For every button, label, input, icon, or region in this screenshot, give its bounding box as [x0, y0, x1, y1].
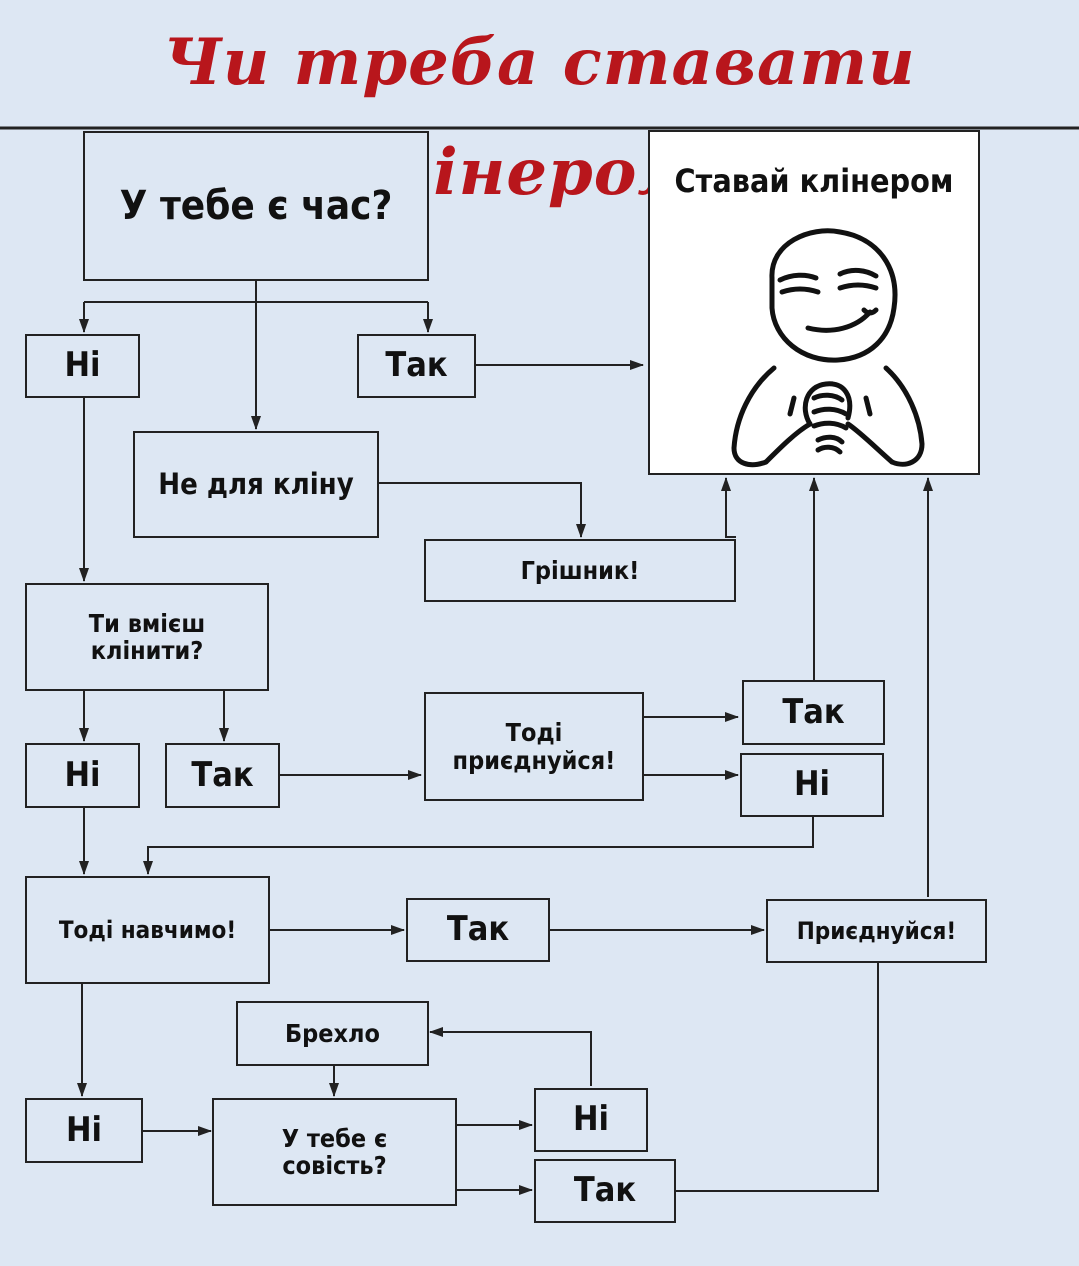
- node-liar: Брехло: [236, 1001, 429, 1066]
- node-sinner: Грішник!: [424, 539, 736, 602]
- node-do-you-have-time: У тебе є час?: [83, 131, 429, 281]
- node-no-5: Ні: [534, 1088, 648, 1152]
- node-yes-3: Так: [742, 680, 885, 745]
- node-then-we-teach: Тоді навчимо!: [25, 876, 270, 984]
- node-yes-5: Так: [534, 1159, 676, 1223]
- node-no-3: Ні: [740, 753, 884, 817]
- node-no-1: Ні: [25, 334, 140, 398]
- node-no-2: Ні: [25, 743, 140, 808]
- result-label: Ставай клінером: [674, 162, 954, 200]
- node-yes-4: Так: [406, 898, 550, 962]
- node-can-you-clean: Ти вмієш клінити?: [25, 583, 269, 691]
- node-do-you-have-conscience: У тебе є совість?: [212, 1098, 457, 1206]
- node-no-4: Ні: [25, 1098, 143, 1163]
- node-then-join: Тоді приєднуйся!: [424, 692, 644, 801]
- node-join: Приєднуйся!: [766, 899, 987, 963]
- node-yes-1: Так: [357, 334, 476, 398]
- node-not-for-clean: Не для кліну: [133, 431, 379, 538]
- node-yes-2: Так: [165, 743, 280, 808]
- result-become-cleaner: Ставай клінером: [648, 130, 980, 475]
- smug-face-icon: [731, 228, 925, 468]
